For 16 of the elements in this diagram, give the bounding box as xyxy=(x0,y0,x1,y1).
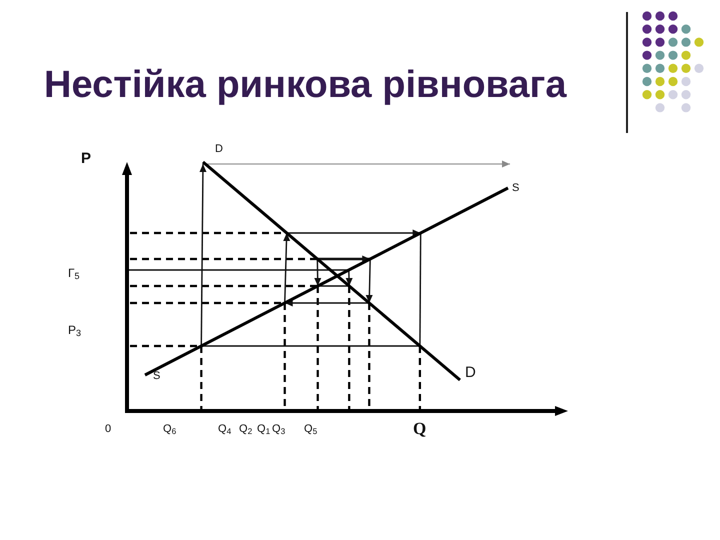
quantity-label: Q$_{5}$ xyxy=(304,424,318,435)
price-label: Г$_{5}$ xyxy=(68,267,80,279)
price-label: P$_{3}$ xyxy=(68,324,82,336)
quantity-label: Q$_{3}$ xyxy=(272,424,286,435)
curve-label: S xyxy=(153,371,160,382)
curve-label: S xyxy=(512,183,520,194)
slide-title: Нестійка ринкова рівновага xyxy=(44,63,566,107)
origin-label: 0 xyxy=(105,424,112,435)
quantity-label: Q$_{6}$ xyxy=(163,424,176,435)
curve-label: D xyxy=(465,365,476,380)
axis-label: Q xyxy=(413,420,426,437)
quantity-label: Q$_{2}$ xyxy=(239,424,252,435)
axis-label: P xyxy=(81,151,92,166)
curve-label: D xyxy=(215,144,223,155)
quantity-label: Q$_{1}$ xyxy=(257,424,270,435)
quantity-label: Q$_{4}$ xyxy=(218,424,232,435)
